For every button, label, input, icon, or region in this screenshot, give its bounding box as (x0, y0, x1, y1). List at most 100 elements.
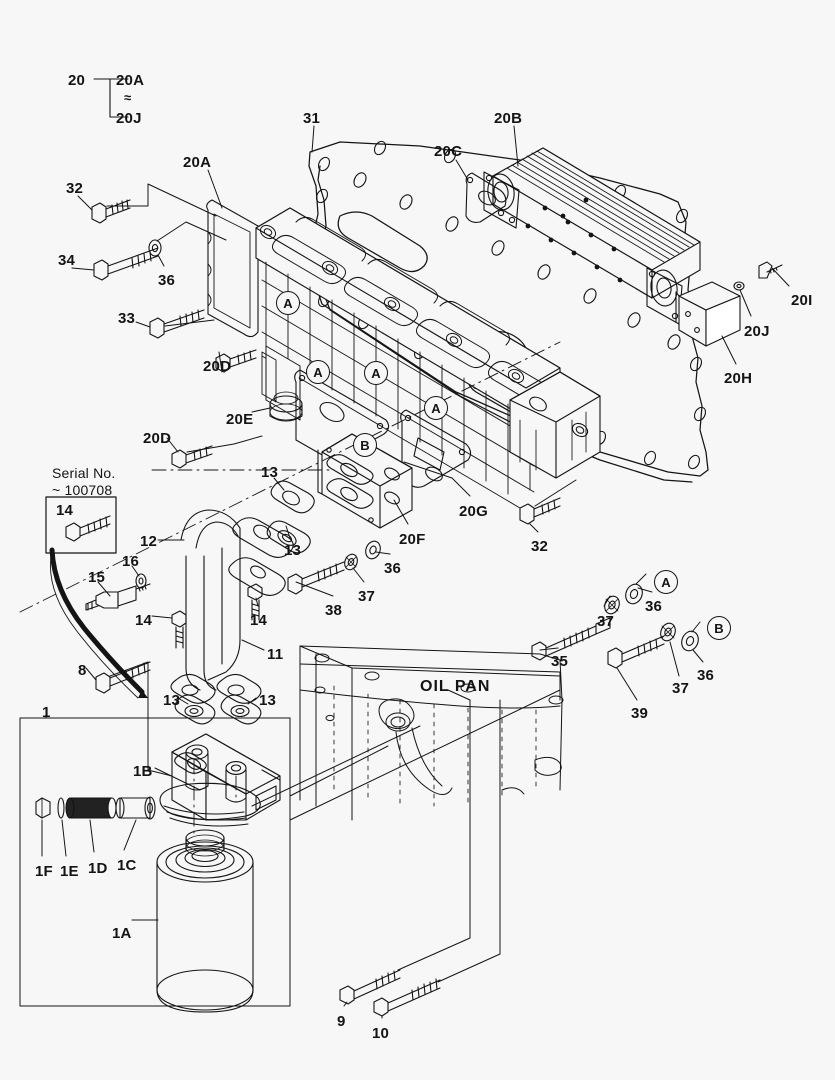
seal-13b (266, 520, 311, 554)
washer-36-center (365, 540, 381, 560)
bolt-20I (758, 261, 783, 279)
callout-37-a: 37 (597, 613, 615, 630)
callout-1F: 1F (35, 863, 53, 880)
callout-20J: 20J (744, 323, 770, 340)
oil-cooler-housing-20A (206, 199, 601, 509)
callout-36-c: 36 (645, 598, 663, 615)
marker-A-2: A (306, 360, 330, 384)
callout-35: 35 (551, 653, 569, 670)
callout-32-upper: 32 (66, 180, 84, 197)
bolt-20D-2 (171, 445, 213, 469)
bolt-9 (339, 969, 401, 1005)
part-1D-spring (65, 797, 117, 819)
plug-20E (269, 391, 303, 422)
marker-A-1: A (276, 291, 300, 315)
callout-14-a: 14 (135, 612, 153, 629)
callout-20A-head: 20A (116, 72, 145, 89)
bolt-20D-1 (215, 349, 257, 373)
callout-38: 38 (325, 602, 343, 619)
gasket-20C (465, 172, 507, 223)
washer-37-A (604, 595, 620, 615)
washer-36-A (625, 583, 643, 605)
callout-14-b: 14 (250, 612, 268, 629)
bolt-39 (607, 635, 665, 669)
washer-36-upper (148, 239, 162, 257)
callout-1A: 1A (112, 925, 132, 942)
callout-13-c: 13 (163, 692, 181, 709)
bolt-33 (149, 309, 205, 339)
bolt-32-upper (91, 199, 131, 224)
callout-20D-2: 20D (143, 430, 172, 447)
callout-8: 8 (78, 662, 87, 679)
serial-label-line1: Serial No. (52, 465, 116, 481)
callout-10: 10 (372, 1025, 390, 1042)
callout-20B: 20B (494, 110, 523, 127)
callout-20C: 20C (434, 143, 463, 160)
callout-15: 15 (88, 569, 106, 586)
callout-1D: 1D (88, 860, 108, 877)
callout-32-lower: 32 (531, 538, 549, 555)
bolt-8 (95, 661, 151, 694)
group-bracket-20 (93, 78, 129, 118)
callout-20H: 20H (724, 370, 753, 387)
oil-filter-1A (156, 829, 254, 1013)
range-tilde: ≈ (124, 90, 132, 105)
bolt-10 (373, 978, 441, 1017)
serial-label-line2: ~ 100708 (52, 482, 113, 498)
callout-20E: 20E (226, 411, 254, 428)
callout-1E: 1E (60, 863, 79, 880)
callout-20J-head: 20J (116, 110, 142, 127)
callout-1B: 1B (133, 763, 153, 780)
washer-37-B (660, 622, 676, 642)
callout-36-b: 36 (384, 560, 402, 577)
callout-20D-1: 20D (203, 358, 232, 375)
serial-box-item-14: 14 (56, 502, 74, 519)
oil-pan (299, 645, 564, 821)
callout-37-c: 37 (672, 680, 690, 697)
callout-12: 12 (140, 533, 158, 550)
washer-36-B (681, 630, 699, 652)
bolt-32-lower (519, 497, 561, 525)
marker-B-2: B (707, 616, 731, 640)
callout-36-upper: 36 (158, 272, 176, 289)
callout-20: 20 (68, 72, 86, 89)
marker-B-1: B (353, 433, 377, 457)
marker-A-5: A (654, 570, 678, 594)
callout-1C: 1C (117, 857, 137, 874)
oil-pan-label: OIL PAN (420, 678, 491, 695)
callout-20A: 20A (183, 154, 212, 171)
callout-13-d: 13 (259, 692, 277, 709)
bolt-14-right (247, 583, 263, 621)
callout-13-b: 13 (284, 542, 302, 559)
bolt-35 (531, 617, 611, 661)
bolt-14-serialbox (65, 515, 111, 542)
oil-cooler-core-20B (483, 147, 701, 325)
seal-13d (220, 694, 262, 725)
callout-36-d: 36 (697, 667, 715, 684)
callout-37-b: 37 (358, 588, 376, 605)
washer-16 (135, 573, 147, 589)
callout-16: 16 (122, 553, 140, 570)
part-1F-nut (35, 797, 51, 819)
part-1C-plunger (115, 796, 156, 820)
bracket-20H (675, 281, 741, 347)
washer-20J (733, 281, 745, 291)
callout-39: 39 (631, 705, 649, 722)
marker-A-3: A (364, 361, 388, 385)
filter-head-1B (159, 733, 281, 827)
seal-13c (174, 694, 216, 725)
callout-20I: 20I (791, 292, 813, 309)
part-1E-ring (57, 797, 65, 819)
callout-20F: 20F (399, 531, 426, 548)
oil-tubes-12 (170, 509, 294, 704)
callout-33: 33 (118, 310, 136, 327)
bolt-34 (93, 247, 159, 281)
marker-A-4: A (424, 396, 448, 420)
bolt-14-left (171, 610, 187, 649)
callout-11: 11 (267, 646, 284, 663)
valve-housing-20F (317, 433, 413, 529)
callout-31: 31 (303, 110, 321, 127)
callout-34: 34 (58, 252, 76, 269)
